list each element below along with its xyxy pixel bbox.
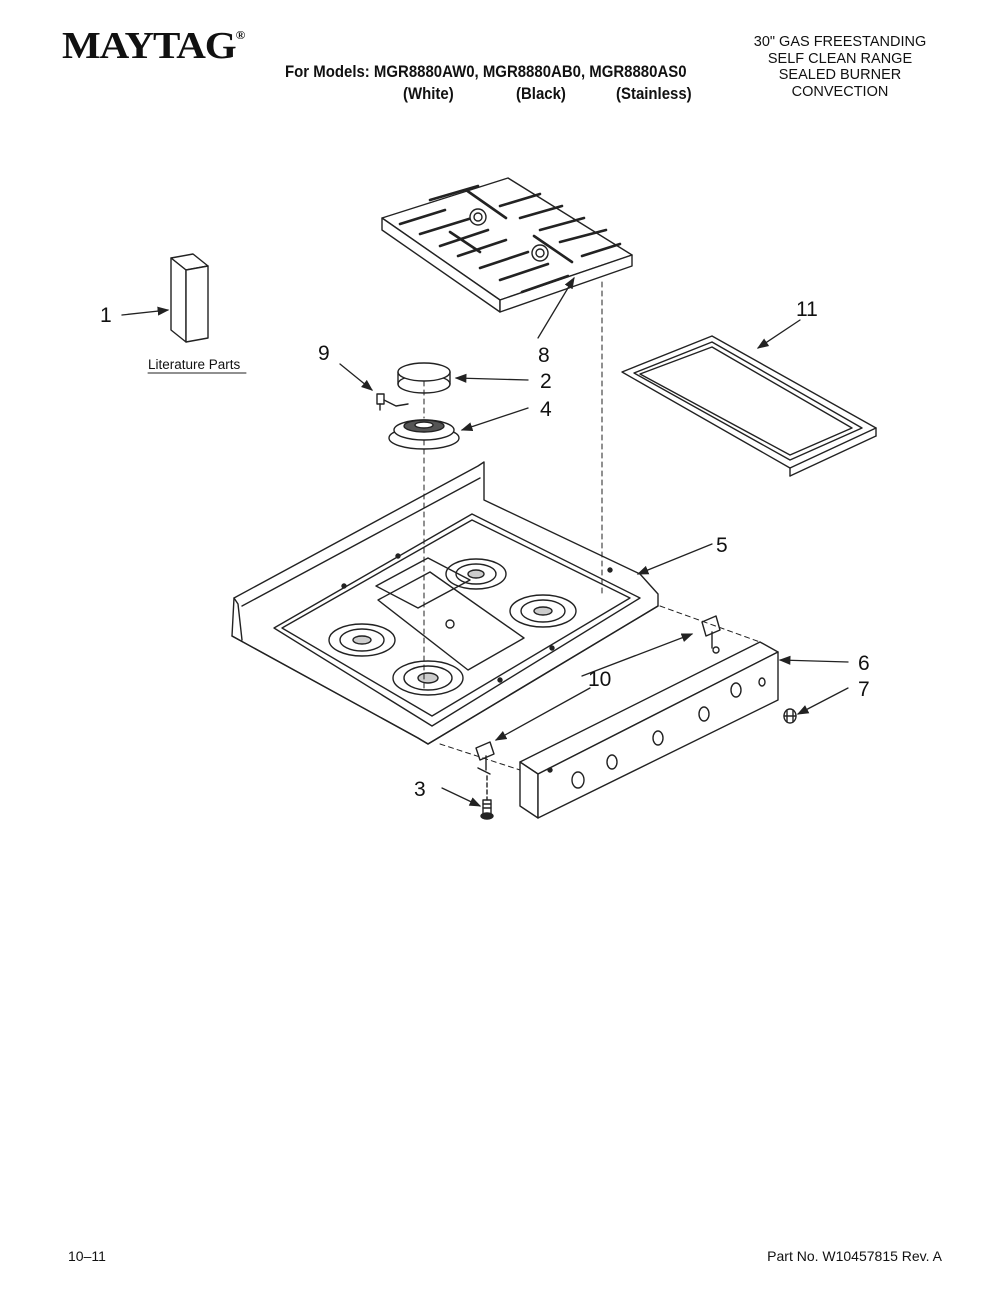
description-line: SELF CLEAN RANGE xyxy=(767,50,913,67)
product-description: 30" GAS FREESTANDING SELF CLEAN RANGE SE… xyxy=(742,34,938,100)
hole-plug xyxy=(783,708,797,724)
callout-5: 5 xyxy=(716,534,728,557)
callout-8: 8 xyxy=(538,344,550,367)
description-line: CONVECTION xyxy=(791,83,889,100)
color-black: (Black) xyxy=(516,84,566,103)
leader-lines xyxy=(121,276,849,807)
spark-igniter xyxy=(376,393,409,411)
color-white: (White) xyxy=(403,84,454,103)
burner-cap xyxy=(397,362,451,394)
mounting-bracket xyxy=(475,615,721,775)
callout-9: 9 xyxy=(318,342,330,365)
description-line: 30" GAS FREESTANDING xyxy=(753,34,927,50)
color-stainless: (Stainless) xyxy=(616,84,692,103)
callout-10: 10 xyxy=(588,668,611,691)
revision-date: 10–11 xyxy=(68,1248,106,1264)
callout-4: 4 xyxy=(540,398,552,421)
screw xyxy=(480,775,494,820)
description-line: SEALED BURNER xyxy=(778,67,902,83)
part-number: Part No. W10457815 Rev. A xyxy=(767,1248,942,1264)
alignment-lines xyxy=(423,281,761,771)
callout-3: 3 xyxy=(414,778,426,801)
models-line: For Models: MGR8880AW0, MGR8880AB0, MGR8… xyxy=(285,62,687,81)
brand-logo: MAYTAG® xyxy=(62,25,245,67)
literature-parts-label: Literature Parts xyxy=(148,357,241,372)
burner-grate xyxy=(381,177,633,313)
callout-2: 2 xyxy=(540,370,552,393)
callout-numbers: 1 2 3 4 5 6 7 8 9 10 11 xyxy=(100,298,870,801)
burner-head xyxy=(388,419,460,450)
control-panel-strip xyxy=(519,641,779,819)
cooktop-gasket xyxy=(621,335,877,477)
callout-7: 7 xyxy=(858,678,870,701)
callout-11: 11 xyxy=(796,298,818,321)
main-cooktop xyxy=(231,461,659,745)
literature-booklet xyxy=(170,253,209,343)
callout-6: 6 xyxy=(858,652,870,675)
callout-1: 1 xyxy=(100,304,112,327)
